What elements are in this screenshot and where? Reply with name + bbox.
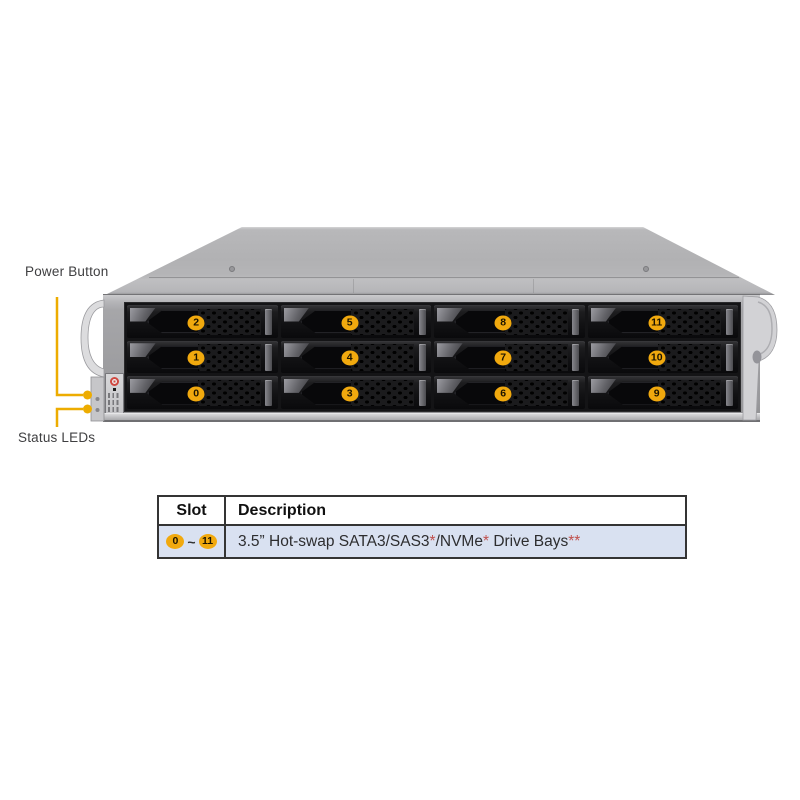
description-cell: 3.5” Hot-swap SATA3/SAS3*/NVMe* Drive Ba… [226,526,685,557]
tray-mesh [658,308,722,336]
left-rack-handle [80,299,105,378]
status-callout-dot [83,404,92,414]
drive-bay: 11 [587,305,738,338]
slot-number-badge: 0 [187,386,205,402]
power-button-label: Power Button [25,264,109,279]
slot-number-badge: 3 [341,386,359,402]
slot-number-badge: 1 [187,350,205,366]
lid-panel-seam [533,279,534,293]
chassis-front-face: 2 5 8 11 1 [103,294,760,422]
chassis-bottom-rail [103,413,760,422]
tray-release-button [572,308,580,336]
tray-release-button [572,344,580,371]
slot-number-badge: 11 [648,315,666,331]
slot-number-badge: 4 [341,350,359,366]
front-control-panel [105,373,124,420]
drive-bay: 5 [280,305,431,338]
drive-bay: 4 [280,340,431,374]
description-asterisk: * [429,532,436,550]
tray-release-button [265,344,273,371]
tray-release-button [418,379,426,407]
status-callout-line [55,407,83,427]
power-button-icon [110,377,119,386]
status-led-icons [108,407,121,412]
status-leds-label: Status LEDs [18,430,96,445]
slot-number-badge: 10 [648,350,666,366]
description-text: Drive Bays [489,532,569,550]
tray-mesh [351,308,415,336]
drive-bay: 6 [434,376,585,409]
description-text: /NVMe [435,532,483,550]
drive-bay: 1 [127,340,278,374]
slot-end-badge: 11 [198,534,217,549]
lid-screw-icon [643,266,649,272]
drive-bay: 3 [280,376,431,409]
table-header-row: Slot Description [157,495,687,526]
right-handle-highlight [757,301,773,356]
slot-number-badge: 8 [494,315,512,331]
chassis-top-lid [105,227,775,295]
power-callout-dot [83,390,92,400]
power-callout-line [55,297,83,397]
lid-seam [149,277,739,278]
drive-bay: 9 [587,376,738,409]
tray-release-button [725,308,733,336]
slot-number-badge: 7 [494,350,512,366]
slot-description-table: Slot Description 0 ~ 11 3.5” Hot-swap SA… [157,495,687,559]
status-led-icons [108,393,121,398]
tray-mesh [197,344,261,371]
slot-column-header: Slot [159,497,226,524]
tray-mesh [658,379,722,407]
tray-release-button [725,344,733,371]
drive-bay: 2 [127,305,278,338]
description-asterisk: ** [568,532,581,550]
tray-mesh [504,344,568,371]
tray-release-button [725,379,733,407]
description-asterisk: * [482,532,490,550]
drive-bay: 7 [434,340,585,374]
drive-bay: 10 [587,340,738,374]
lid-panel-seam [353,279,354,293]
slot-number-badge: 5 [341,315,359,331]
slot-number-badge: 9 [648,386,666,402]
status-led-icons [108,400,121,405]
uid-button-icon [113,388,116,391]
tray-mesh [658,344,722,371]
tray-release-button [265,379,273,407]
tray-mesh [504,379,568,407]
tray-mesh [504,308,568,336]
tray-mesh [197,308,261,336]
lid-screw-icon [229,266,235,272]
slot-range-separator: ~ [187,533,196,550]
description-column-header: Description [238,501,327,519]
tray-release-button [265,308,273,336]
drive-bay: 0 [127,376,278,409]
slot-range-cell: 0 ~ 11 [159,526,226,557]
tray-release-button [572,379,580,407]
drive-bay: 8 [434,305,585,338]
drive-bay-grid: 2 5 8 11 1 [124,302,741,412]
ear-screw-hole-icon [95,397,100,401]
table-row: 0 ~ 11 3.5” Hot-swap SATA3/SAS3*/NVMe* D… [157,526,687,559]
tray-release-button [418,308,426,336]
tray-release-button [418,344,426,371]
description-text: 3.5” Hot-swap SATA3/SAS3 [238,532,430,550]
tray-mesh [351,344,415,371]
slot-number-badge: 6 [494,386,512,402]
slot-number-badge: 2 [187,315,205,331]
slot-start-badge: 0 [166,534,185,549]
tray-mesh [351,379,415,407]
tray-mesh [197,379,261,407]
ear-screw-hole-icon [95,408,100,412]
